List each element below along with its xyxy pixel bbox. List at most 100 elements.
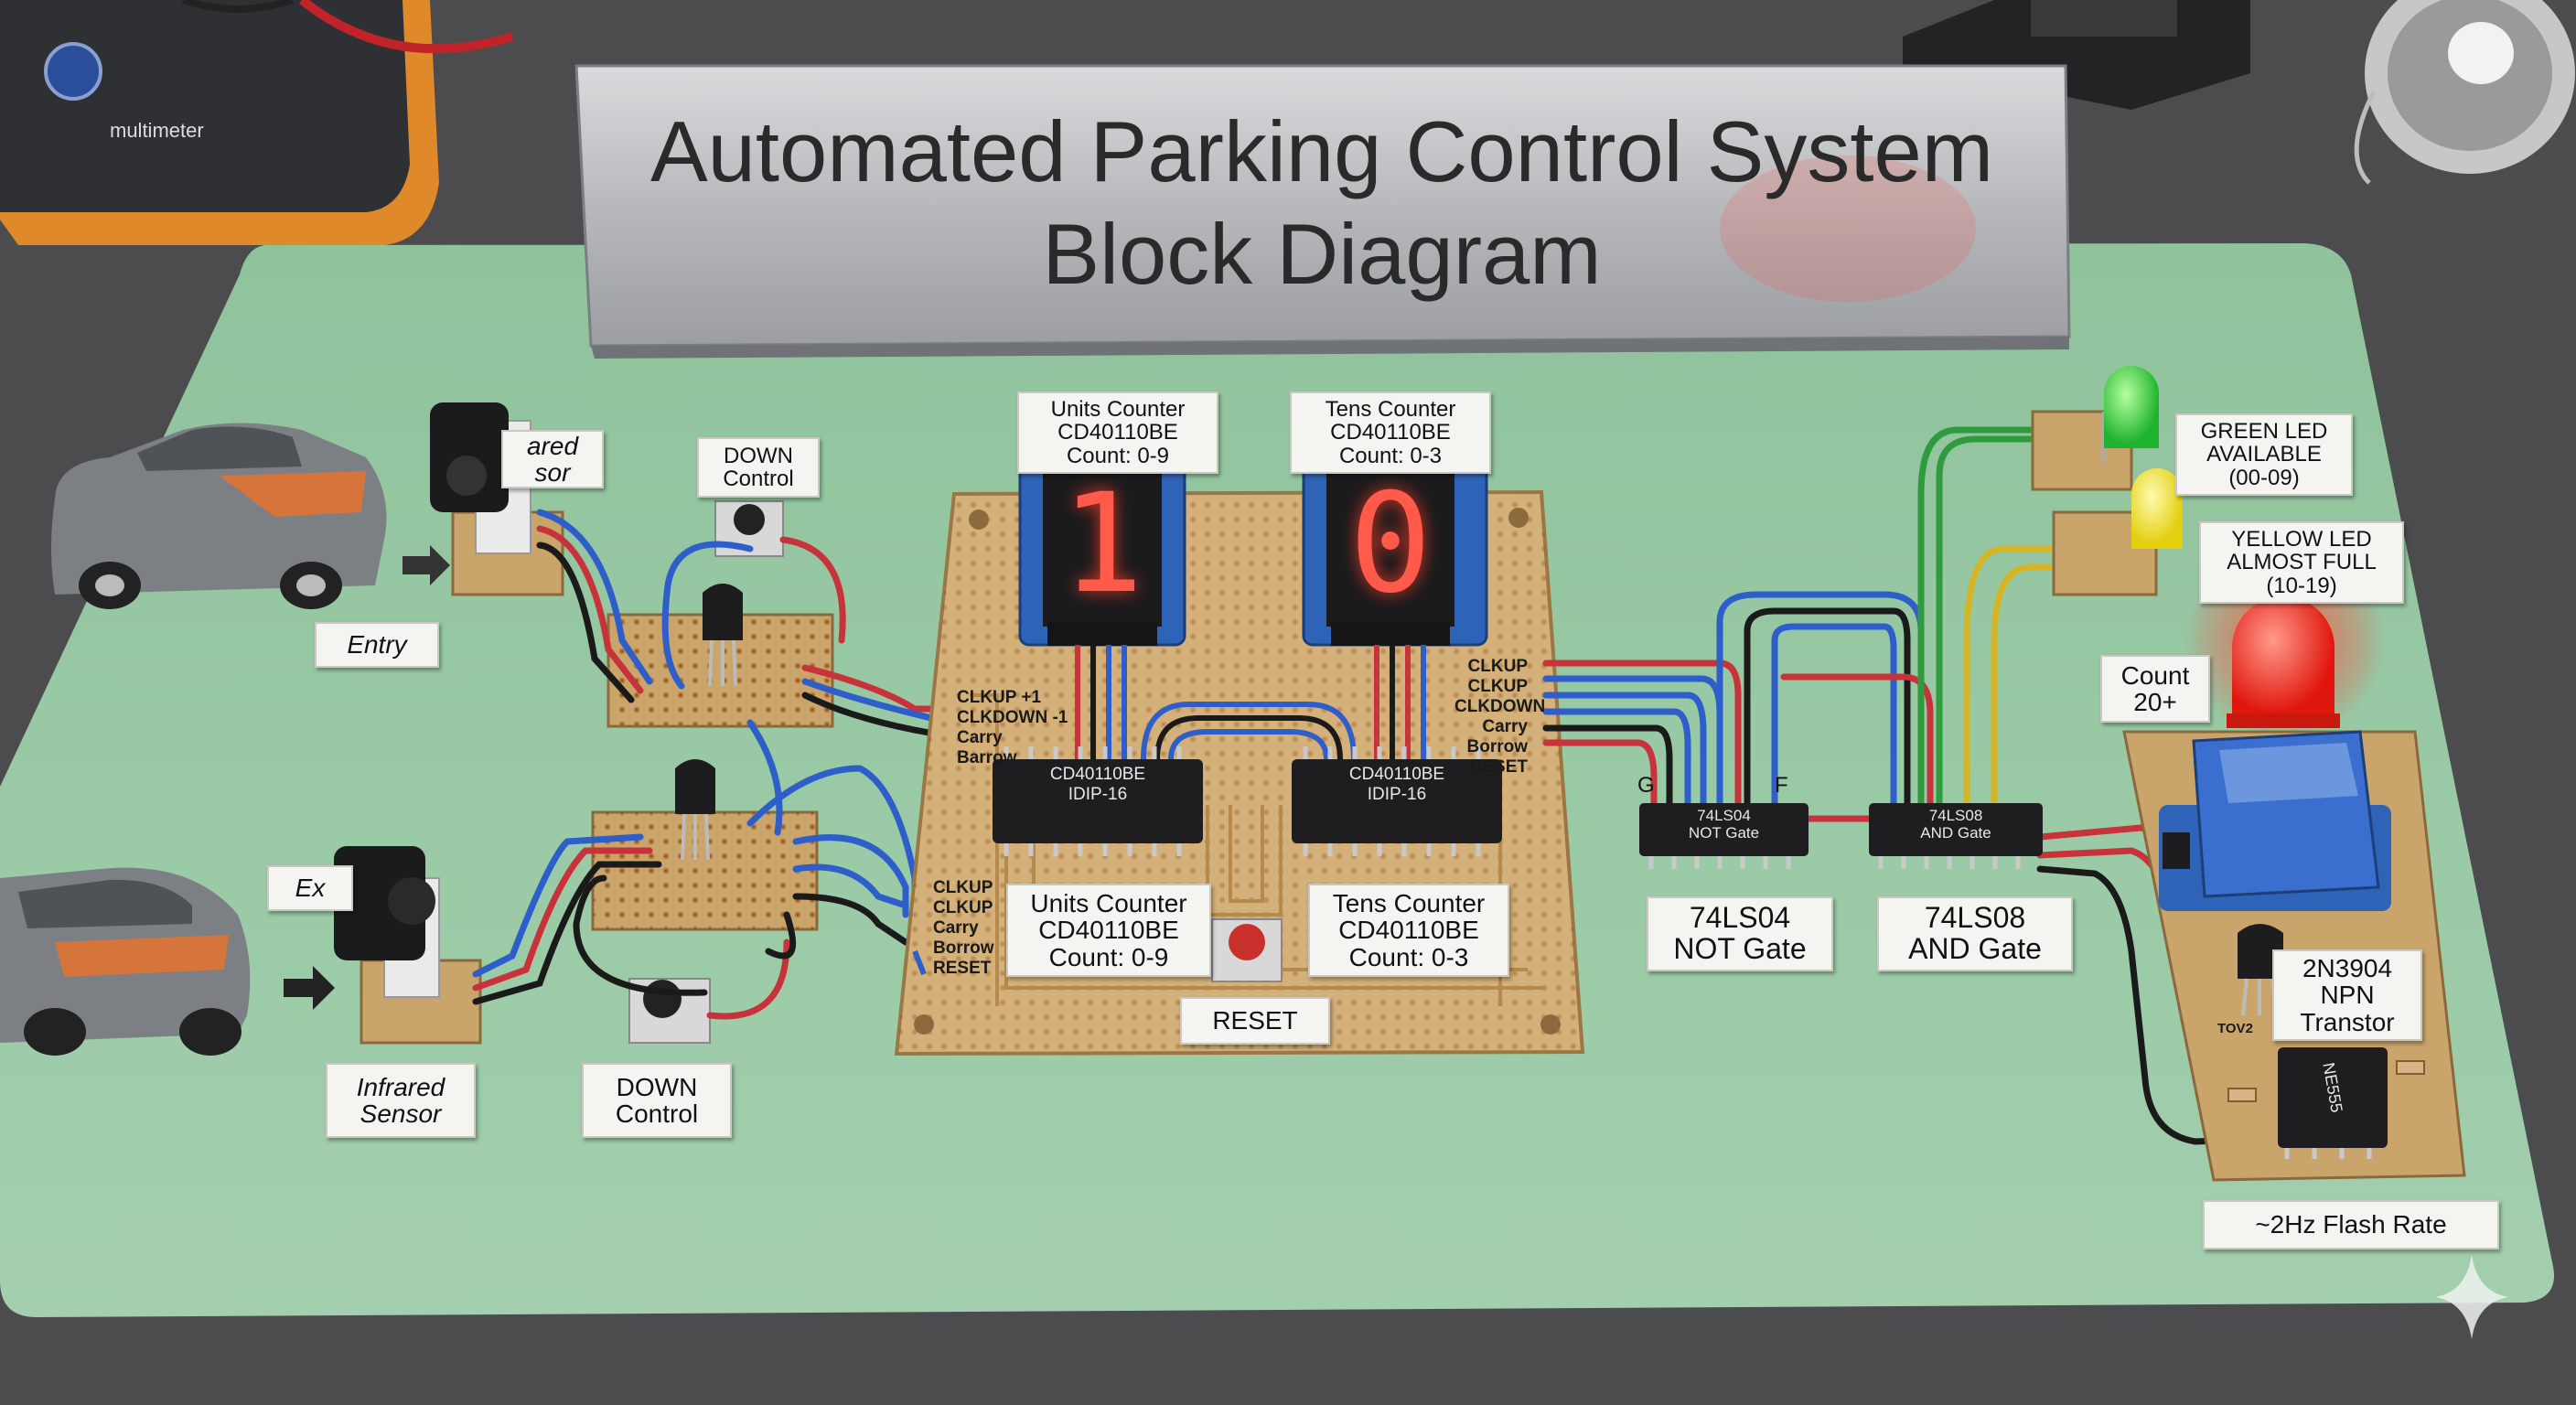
pcb-pins-left-bottom: CLKUP CLKUP Carry Borrow RESET xyxy=(933,878,994,979)
green-led-module xyxy=(2031,366,2159,491)
pin-right-clkdown: CLKDOWN xyxy=(1454,697,1546,716)
tens-display-module xyxy=(1302,456,1488,647)
entry-label: Entry xyxy=(315,622,439,668)
exit-sensor-label-line2: Sensor xyxy=(360,1099,442,1128)
yellow-led-module xyxy=(2052,468,2183,596)
units-digit: 1 xyxy=(1060,465,1144,624)
down-control-top-line2: Control xyxy=(723,467,794,491)
tens-chip-marking: CD40110BE IDIP-16 xyxy=(1292,765,1502,805)
flash-rate-label: ~2Hz Flash Rate xyxy=(2203,1200,2499,1249)
pin-borrow-b: Borrow xyxy=(933,938,994,958)
pin-right-reset: RESET xyxy=(1469,757,1528,777)
tens-counter-bottom-line3: Count: 0-3 xyxy=(1348,942,1469,971)
not-gate-label-line2: NOT Gate xyxy=(1673,932,1807,965)
yellow-led-label-line1: YELLOW LED xyxy=(2231,527,2372,552)
tens-counter-bottom-line2: CD40110BE xyxy=(1338,916,1479,945)
units-chip-line2: IDIP-16 xyxy=(1068,785,1128,804)
count-label-line2: 20+ xyxy=(2133,688,2177,716)
tens-counter-top-line2: CD40110BE xyxy=(1330,420,1451,445)
upper-transistor xyxy=(703,584,743,687)
units-counter-top-line2: CD40110BE xyxy=(1057,420,1178,445)
pin-clkup-b: CLKUP xyxy=(933,898,993,917)
not-chip-line2: NOT Gate xyxy=(1688,824,1760,842)
npn-transistor-icon xyxy=(2238,924,2283,979)
not-gate-label: 74LS04 NOT Gate xyxy=(1647,896,1833,971)
pin-clkup-plus1: CLKUP +1 xyxy=(957,688,1042,707)
and-chip-line1: 74LS08 xyxy=(1928,807,1983,824)
left-wiring xyxy=(472,509,955,1020)
yellow-led-label-line2: ALMOST FULL xyxy=(2227,550,2377,575)
tens-counter-chip xyxy=(1292,746,1502,856)
yellow-led-label-line3: (10-19) xyxy=(2266,573,2337,598)
entry-car xyxy=(51,423,387,609)
exit-sensor-label: Infrared Sensor xyxy=(326,1063,476,1138)
reset-label: RESET xyxy=(1180,997,1330,1045)
green-led-label-line3: (00-09) xyxy=(2228,465,2300,490)
pcb-pins-left-top: CLKUP +1 CLKDOWN -1 Carry Barrow xyxy=(957,688,1068,768)
green-led-label: GREEN LED AVAILABLE (00-09) xyxy=(2175,413,2353,496)
pcb-pins-right: CLKUP CLKUP CLKDOWN Carry Borrow RESET xyxy=(1454,657,1546,778)
ne555-chip xyxy=(2278,1047,2388,1148)
units-counter-bottom-label: Units Counter CD40110BE Count: 0-9 xyxy=(1006,884,1211,977)
not-gate-chip xyxy=(1639,803,1809,869)
yellow-led-label: YELLOW LED ALMOST FULL (10-19) xyxy=(2199,521,2404,604)
not-chip-marking: 74LS04 NOT Gate xyxy=(1639,807,1809,842)
transistor-label-line3: Transtor xyxy=(2300,1007,2395,1036)
pin-clkup-a: CLKUP xyxy=(933,878,993,897)
units-chip-marking: CD40110BE IDIP-16 xyxy=(993,765,1203,805)
and-gate-label-line1: 74LS08 xyxy=(1924,901,2026,935)
green-led-label-line2: AVAILABLE xyxy=(2206,442,2322,467)
entry-sensor-label: ared sor xyxy=(501,430,604,488)
down-control-bottom-label: DOWN Control xyxy=(582,1063,732,1138)
pcb-left-input-wires xyxy=(912,949,927,976)
transistor-label-line2: NPN xyxy=(2320,981,2375,1010)
and-gate-chip xyxy=(1869,803,2043,869)
tens-digit: 0 xyxy=(1348,465,1433,624)
not-gate-label-line1: 74LS04 xyxy=(1689,901,1791,935)
and-chip-marking: 74LS08 AND Gate xyxy=(1869,807,2043,842)
tens-counter-bottom-line1: Tens Counter xyxy=(1332,888,1486,917)
units-chip-line1: CD40110BE xyxy=(1049,765,1146,784)
and-gate-label: 74LS08 AND Gate xyxy=(1877,896,2073,971)
lower-transistor xyxy=(675,759,715,861)
transistor-label: 2N3904 NPN Transtor xyxy=(2272,949,2422,1041)
transistor-pin-label: TOV2 xyxy=(2217,1021,2253,1036)
and-gate-label-line2: AND Gate xyxy=(1908,932,2042,965)
tens-counter-top-label: Tens Counter CD40110BE Count: 0-3 xyxy=(1290,391,1491,474)
tens-chip-line2: IDIP-16 xyxy=(1367,785,1427,804)
gate-letter-f: F xyxy=(1775,773,1788,798)
down-control-top-label: DOWN Control xyxy=(697,437,820,498)
down-control-bottom-line2: Control xyxy=(615,1099,699,1128)
units-counter-bottom-line1: Units Counter xyxy=(1030,888,1187,917)
units-counter-chip xyxy=(993,746,1203,856)
entry-arrow-icon xyxy=(402,545,450,585)
green-led-label-line1: GREEN LED xyxy=(2200,419,2328,445)
tens-chip-line1: CD40110BE xyxy=(1348,765,1445,784)
title-plate xyxy=(574,64,2071,359)
units-counter-top-line1: Units Counter xyxy=(1050,397,1186,423)
gate-letter-g: G xyxy=(1637,773,1655,798)
pin-clkdown-minus1: CLKDOWN -1 xyxy=(957,708,1068,727)
exit-sensor-label-line1: Infrared xyxy=(356,1072,445,1101)
multimeter: multimeter xyxy=(0,0,514,245)
and-chip-line2: AND Gate xyxy=(1920,824,1991,842)
driver-board xyxy=(2122,730,2466,1182)
red-led xyxy=(2227,596,2340,768)
pin-barrow: Barrow xyxy=(957,748,1017,767)
not-chip-line1: 74LS04 xyxy=(1697,807,1751,824)
pin-right-clkup-a: CLKUP xyxy=(1467,657,1528,676)
entry-sensor-label-line1: ared xyxy=(526,431,579,460)
tens-counter-top-line3: Count: 0-3 xyxy=(1338,443,1443,468)
pin-right-carry: Carry xyxy=(1482,717,1528,736)
exit-arrow-icon xyxy=(284,966,335,1010)
down-control-top-line1: DOWN xyxy=(724,443,793,468)
units-counter-bottom-line2: CD40110BE xyxy=(1038,916,1179,945)
units-counter-top-line3: Count: 0-9 xyxy=(1066,443,1170,468)
entry-sensor-label-line2: sor xyxy=(534,458,571,487)
units-counter-top-label: Units Counter CD40110BE Count: 0-9 xyxy=(1017,391,1218,474)
exit-label: Ex xyxy=(267,865,353,911)
pin-right-borrow: Borrow xyxy=(1466,737,1529,756)
tens-counter-top-line1: Tens Counter xyxy=(1325,397,1456,423)
reset-button[interactable] xyxy=(1211,918,1283,982)
pin-right-clkup-b: CLKUP xyxy=(1467,677,1528,696)
